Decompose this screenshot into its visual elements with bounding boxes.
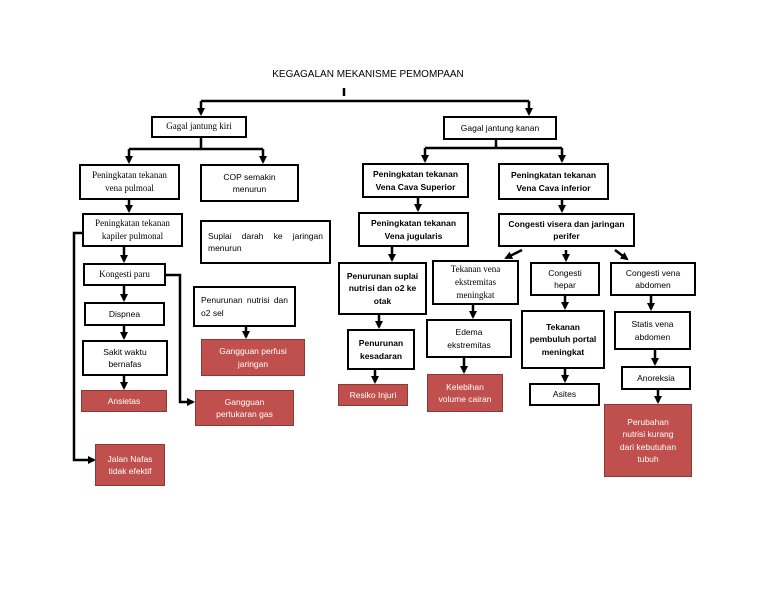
node-dispnea: Dispnea — [84, 302, 165, 326]
node-congesti-hepar: Congesti hepar — [530, 262, 600, 296]
node-congesti-visera: Congesti visera dan jaringan perifer — [498, 213, 635, 247]
node-vena-jugularis: Peningkatan tekanan Vena jugularis — [358, 212, 469, 247]
node-penurunan-suplai-otak: Penurunan suplai nutrisi dan o2 ke otak — [338, 262, 427, 315]
node-kelebihan-volume-cairan: Kelebihan volume cairan — [427, 374, 503, 412]
node-gagal-jantung-kiri: Gagal jantung kiri — [151, 116, 247, 138]
node-gangguan-perfusi-jaringan: Gangguan perfusi jaringan — [201, 339, 305, 376]
node-kongesti-paru: Kongesti paru — [83, 263, 166, 286]
node-edema-ekstremitas: Edema ekstremitas — [426, 319, 512, 358]
node-tekanan-pembuluh-portal: Tekanan pembuluh portal meningkat — [521, 310, 605, 369]
node-vena-cava-inferior: Peningkatan tekanan Vena Cava inferior — [498, 163, 609, 200]
node-tekanan-kapiler: Peningkatan tekanan kapiler pulmonal — [82, 213, 183, 247]
node-anoreksia: Anoreksia — [621, 366, 691, 390]
node-tekanan-vena-pulmonal: Peningkatan tekanan vena pulmoal — [79, 164, 180, 200]
node-asites: Asites — [529, 383, 600, 406]
arrow-to-pertukaran-gas — [166, 273, 195, 406]
diagram-title: KEGAGALAN MEKANISME PEMOMPAAN — [272, 69, 464, 80]
node-gagal-jantung-kanan: Gagal jantung kanan — [443, 116, 557, 140]
node-penurunan-nutrisi-o2-sel: Penurunan nutrisi dan o2 sel — [193, 286, 296, 327]
node-sakit-waktu-bernafas: Sakit waktu bernafas — [82, 340, 168, 376]
node-cop-menurun: COP semakin menurun — [200, 164, 299, 202]
node-resiko-injuri: Resiko Injuri — [338, 384, 408, 406]
node-perubahan-nutrisi: Perubahan nutrisi kurang dari kebutuhan … — [604, 404, 692, 477]
arrow-to-congesti-abdomen — [614, 249, 629, 261]
node-gangguan-pertukaran-gas: Gangguan pertukaran gas — [195, 390, 294, 426]
node-congesti-vena-abdomen: Congesti vena abdomen — [610, 262, 696, 296]
node-vena-cava-superior: Peningkatan tekanan Vena Cava Superior — [362, 163, 469, 198]
arrow-to-jalan-nafas — [72, 231, 96, 464]
node-suplai-darah-menurun: Suplai darah ke jaringan menurun — [200, 220, 331, 264]
node-tekanan-vena-ekstremitas: Tekanan vena ekstremitas meningkat — [432, 260, 519, 305]
node-jalan-nafas-tidak-efektif: Jalan Nafas tidak efektif — [95, 444, 165, 486]
node-ansietas: Ansietas — [81, 390, 167, 412]
node-penurunan-kesadaran: Penurunan kesadaran — [347, 329, 415, 370]
arrow-to-tekanan-ekstremitas — [504, 248, 523, 260]
node-statis-vena-abdomen: Statis vena abdomen — [614, 311, 691, 350]
